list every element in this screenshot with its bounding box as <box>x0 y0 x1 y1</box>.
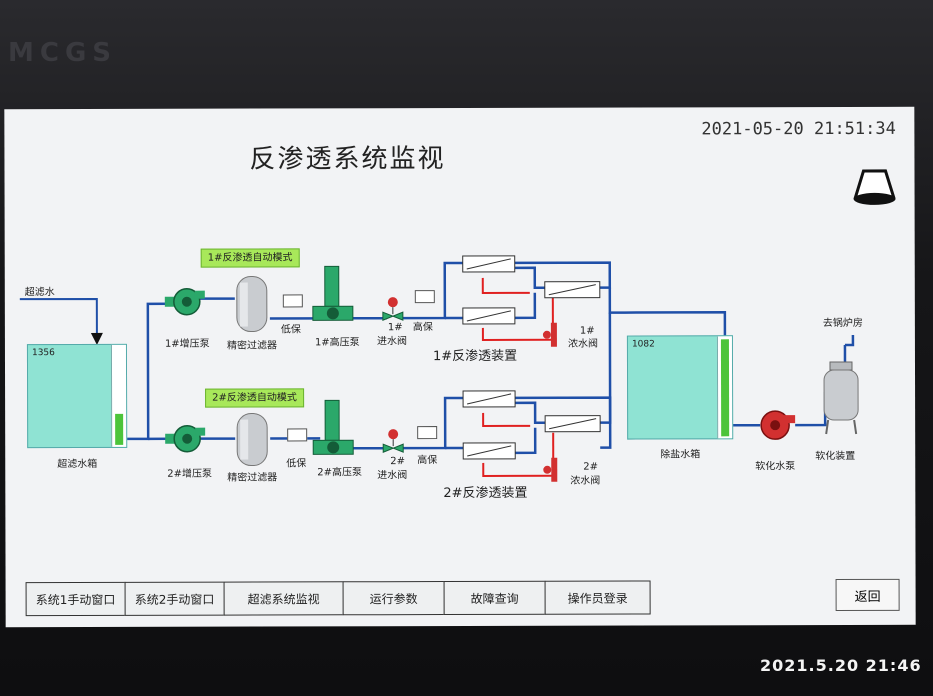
inlet-valve-2[interactable] <box>382 429 404 453</box>
precision-filter-1[interactable] <box>236 276 268 333</box>
line2-mode-badge: 2#反渗透自动模式 <box>205 388 304 408</box>
uf-monitor-button[interactable]: 超滤系统监视 <box>223 581 344 616</box>
ro-unit-2-label: 2#反渗透装置 <box>443 485 528 502</box>
operator-login-button[interactable]: 操作员登录 <box>544 580 651 615</box>
uf-inlet-pipe <box>19 297 103 345</box>
ro-membrane-1c[interactable] <box>544 281 601 299</box>
demin-tank-level-gauge <box>716 336 733 439</box>
high-pressure-pump-1-label: 1#高压泵 <box>314 337 360 349</box>
ro-membrane-1a[interactable] <box>462 255 516 273</box>
high-protect-2-label: 高保 <box>417 455 438 467</box>
fault-query-button[interactable]: 故障查询 <box>443 580 546 616</box>
demin-water-tank[interactable]: 1082 <box>626 335 734 440</box>
softened-water-pump[interactable] <box>760 410 796 440</box>
inlet-valve-2-label: 进水阀 <box>377 470 408 482</box>
inlet-valve-1[interactable] <box>382 297 404 321</box>
softening-device[interactable] <box>823 361 859 435</box>
manual-window-2-button[interactable]: 系统2手动窗口 <box>124 581 225 616</box>
low-protect-2-label: 低保 <box>286 458 307 470</box>
high-protect-1-indicator <box>414 290 435 304</box>
high-protect-1-label: 高保 <box>412 322 433 334</box>
booster-pump-2[interactable] <box>165 424 206 453</box>
ro-membrane-1b[interactable] <box>462 307 516 325</box>
high-pressure-pump-2[interactable] <box>312 399 354 455</box>
uf-tank-label: 超滤水箱 <box>57 458 98 471</box>
demin-tank-label: 除盐水箱 <box>660 449 701 461</box>
low-protect-1-indicator <box>282 294 303 308</box>
concentrate-pipes <box>481 277 555 477</box>
high-protect-2-indicator <box>417 426 438 440</box>
precision-filter-1-label: 精密过滤器 <box>226 340 277 352</box>
concentrate-valve-2[interactable] <box>543 457 558 482</box>
brand-logo: MCGS <box>8 38 118 68</box>
low-protect-1-label: 低保 <box>280 324 301 336</box>
uf-water-tank[interactable]: 1356 <box>26 343 128 449</box>
high-pressure-pump-1[interactable] <box>312 265 354 321</box>
home-icon[interactable] <box>851 165 897 209</box>
run-params-button[interactable]: 运行参数 <box>342 581 445 616</box>
bottom-nav: 系统1手动窗口 系统2手动窗口 超滤系统监视 运行参数 故障查询 操作员登录 <box>25 580 651 617</box>
concentrate-valve-1[interactable] <box>542 322 557 347</box>
line1-mode-badge: 1#反渗透自动模式 <box>200 248 300 268</box>
demin-tank-level-fill <box>720 339 730 437</box>
boiler-room-label: 去锅炉房 <box>822 317 863 330</box>
ro-membrane-2a[interactable] <box>462 390 516 408</box>
return-button[interactable]: 返回 <box>835 578 900 612</box>
hmi-screen: 2021-05-20 21:51:34 反渗透系统监视 <box>4 106 916 628</box>
demin-tank-value: 1082 <box>631 339 655 350</box>
high-pressure-pump-2-label: 2#高压泵 <box>317 467 363 479</box>
photo-timestamp: 2021.5.20 21:46 <box>760 656 922 675</box>
process-diagram <box>19 255 859 482</box>
precision-filter-2-label: 精密过滤器 <box>227 472 278 484</box>
booster-pump-2-label: 2#增压泵 <box>167 468 213 480</box>
ro-membrane-2b[interactable] <box>462 442 516 460</box>
ro-unit-1-label: 1#反渗透装置 <box>432 348 518 365</box>
low-protect-2-indicator <box>287 428 308 442</box>
concentrate-valve-2-label: 浓水阀 <box>570 475 601 487</box>
softened-water-pump-label: 软化水泵 <box>755 461 796 473</box>
booster-pump-1[interactable] <box>164 287 205 316</box>
uf-tank-value: 1356 <box>31 348 55 359</box>
ro-membrane-2c[interactable] <box>544 415 601 433</box>
concentrate-valve-1-label: 浓水阀 <box>567 338 598 350</box>
manual-window-1-button[interactable]: 系统1手动窗口 <box>25 581 126 617</box>
uf-tank-level-fill <box>115 414 124 445</box>
booster-pump-1-label: 1#增压泵 <box>164 338 210 350</box>
precision-filter-2[interactable] <box>236 413 268 467</box>
uf-inlet-label: 超滤水 <box>24 287 55 299</box>
softening-device-label: 软化装置 <box>815 450 856 463</box>
inlet-valve-1-label: 进水阀 <box>376 336 407 348</box>
uf-tank-level-gauge <box>110 344 127 447</box>
